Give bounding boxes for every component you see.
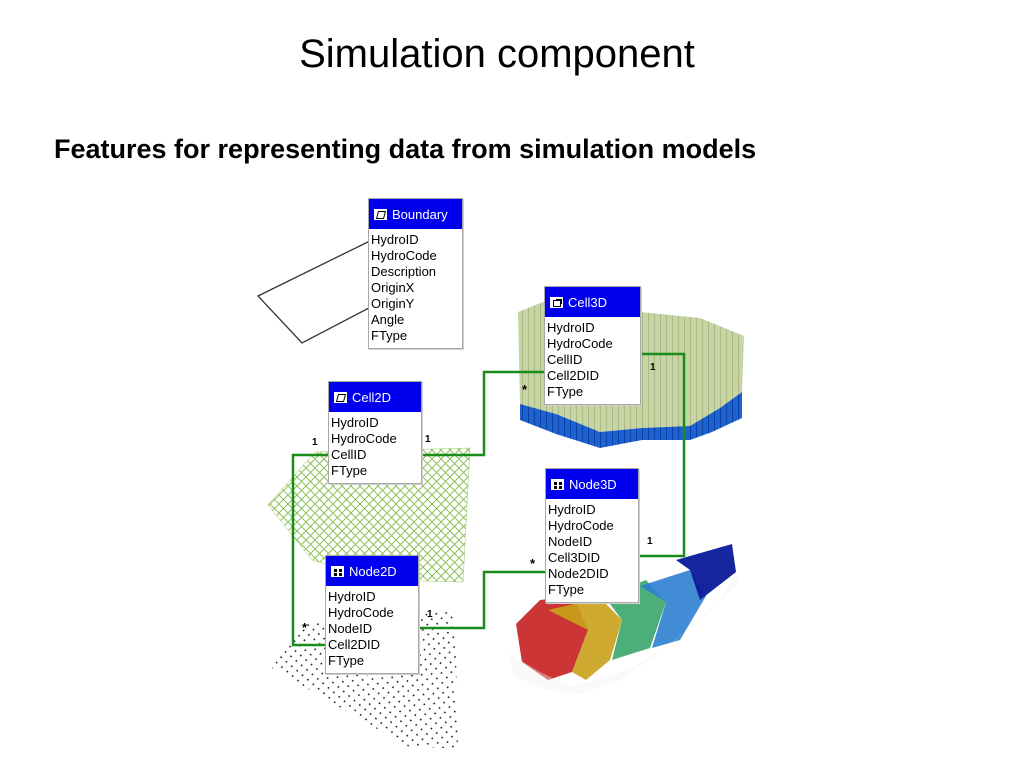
table-field: Cell3DID bbox=[548, 550, 601, 565]
table-field: FType bbox=[548, 582, 585, 597]
cell2d-field-list: HydroID HydroCode CellID FType bbox=[329, 412, 421, 483]
table-field: OriginY bbox=[371, 296, 415, 311]
boundary-table-header: Boundary bbox=[369, 199, 462, 229]
table-field: HydroID bbox=[328, 589, 376, 604]
boundary-table[interactable]: Boundary HydroID HydroCode Description O… bbox=[368, 198, 463, 349]
table-field: HydroID bbox=[371, 232, 419, 247]
node3d-table-name: Node3D bbox=[569, 476, 617, 492]
mult-node2d-node3d-many: * bbox=[530, 556, 536, 571]
rel-cell3d-node3d bbox=[638, 352, 686, 558]
node3d-table[interactable]: Node3D HydroID HydroCode NodeID Cell3DID… bbox=[545, 468, 639, 603]
table-field: CellID bbox=[331, 447, 367, 462]
cube-icon bbox=[550, 296, 563, 308]
table-field: FType bbox=[547, 384, 584, 399]
polygon-icon bbox=[334, 391, 347, 403]
table-field: HydroCode bbox=[547, 336, 613, 351]
cell3d-field-list: HydroID HydroCode CellID Cell2DID FType bbox=[545, 317, 640, 404]
node2d-field-list: HydroID HydroCode NodeID Cell2DID FType bbox=[326, 586, 418, 673]
node2d-table-header: Node2D bbox=[326, 556, 418, 586]
rel-node2d-node3d bbox=[418, 570, 546, 630]
table-field: HydroID bbox=[547, 320, 595, 335]
boundary-table-name: Boundary bbox=[392, 206, 448, 222]
relationship-lines bbox=[291, 352, 686, 647]
node3d-table-header: Node3D bbox=[546, 469, 638, 499]
node2d-table[interactable]: Node2D HydroID HydroCode NodeID Cell2DID… bbox=[325, 555, 419, 674]
points-icon bbox=[331, 565, 344, 577]
table-field: HydroID bbox=[548, 502, 596, 517]
table-field: FType bbox=[328, 653, 365, 668]
table-field: HydroCode bbox=[328, 605, 394, 620]
points-icon bbox=[551, 478, 564, 490]
mult-cell2d-node2d-one: 1 bbox=[312, 437, 318, 448]
cell3d-table[interactable]: Cell3D HydroID HydroCode CellID Cell2DID… bbox=[544, 286, 641, 405]
table-field: Cell2DID bbox=[328, 637, 381, 652]
table-field: FType bbox=[371, 328, 408, 343]
cell2d-table-name: Cell2D bbox=[352, 389, 392, 405]
table-field: HydroCode bbox=[371, 248, 437, 263]
node3d-field-list: HydroID HydroCode NodeID Cell3DID Node2D… bbox=[546, 499, 638, 602]
table-field: HydroCode bbox=[548, 518, 614, 533]
mult-cell3d-node3d-tick: 1 bbox=[650, 362, 656, 373]
cell3d-table-header: Cell3D bbox=[545, 287, 640, 317]
table-field: NodeID bbox=[548, 534, 593, 549]
mult-cell2d-node2d-many: * bbox=[302, 620, 308, 635]
rel-cell2d-cell3d bbox=[420, 370, 545, 457]
rel-cell2d-node2d bbox=[291, 453, 329, 647]
table-field: FType bbox=[331, 463, 368, 478]
node2d-table-name: Node2D bbox=[349, 563, 397, 579]
mult-cell2d-cell3d-many: * bbox=[522, 382, 528, 397]
boundary-field-list: HydroID HydroCode Description OriginX Or… bbox=[369, 229, 462, 348]
table-field: HydroCode bbox=[331, 431, 397, 446]
mult-cell3d-node3d-one: 1 bbox=[647, 536, 653, 547]
table-field: NodeID bbox=[328, 621, 373, 636]
mult-node2d-node3d-one: 1 bbox=[427, 609, 433, 620]
table-field: HydroID bbox=[331, 415, 379, 430]
cell2d-table-header: Cell2D bbox=[329, 382, 421, 412]
table-field: OriginX bbox=[371, 280, 415, 295]
slide-title: Simulation component bbox=[299, 32, 695, 76]
table-field: CellID bbox=[547, 352, 583, 367]
cell2d-table[interactable]: Cell2D HydroID HydroCode CellID FType bbox=[328, 381, 422, 484]
table-field: Description bbox=[371, 264, 437, 279]
slide-subtitle: Features for representing data from simu… bbox=[54, 134, 757, 164]
node3d-points bbox=[510, 544, 738, 694]
table-field: Angle bbox=[371, 312, 405, 327]
cell3d-table-name: Cell3D bbox=[568, 294, 608, 310]
table-field: Node2DID bbox=[548, 566, 609, 581]
table-field: Cell2DID bbox=[547, 368, 600, 383]
mult-cell2d-cell3d-one: 1 bbox=[425, 434, 431, 445]
polygon-icon bbox=[374, 208, 387, 220]
